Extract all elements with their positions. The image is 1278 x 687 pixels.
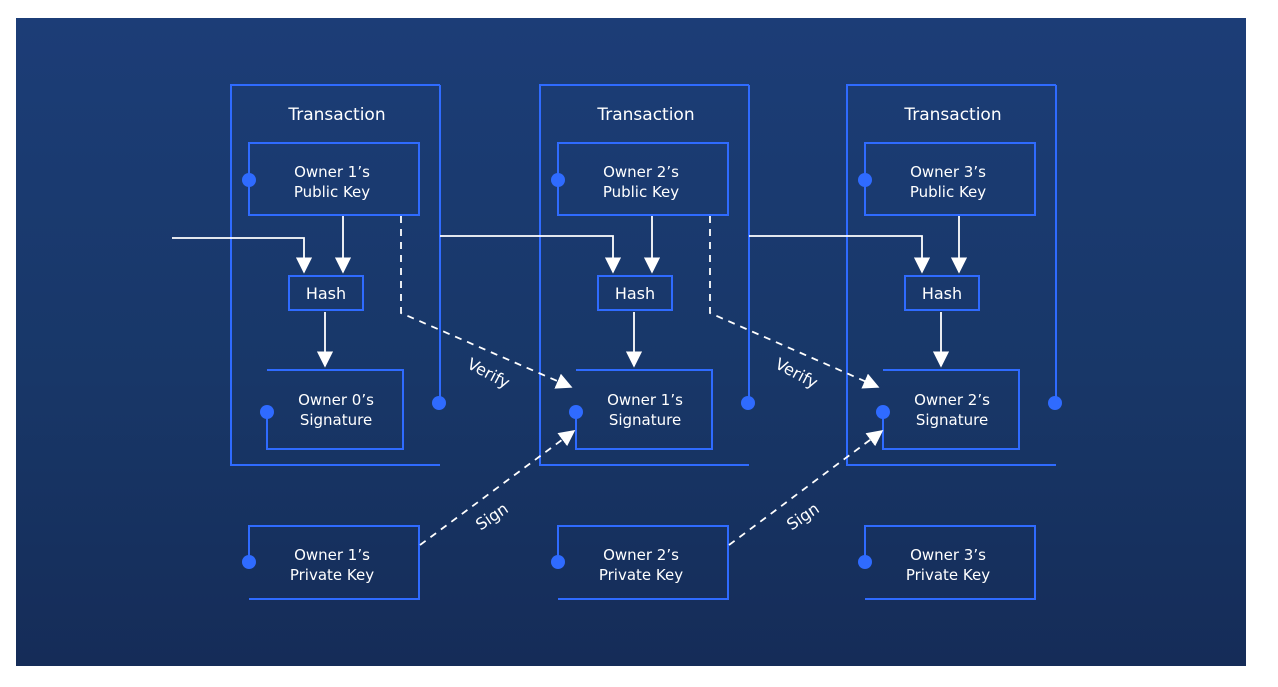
- diagram-canvas: [16, 18, 1246, 666]
- signature-label-line2: Signature: [300, 411, 372, 429]
- private-key-label-line2: Private Key: [599, 566, 683, 584]
- transaction-frame: [539, 84, 749, 466]
- verify-label-1: Verify: [464, 354, 513, 392]
- public-key-connector-dot: [858, 173, 872, 187]
- transaction-title: Transaction: [596, 105, 694, 125]
- sign-label-1: Sign: [472, 499, 512, 534]
- private-key-label-line1: Owner 2’s: [603, 546, 679, 564]
- signature-connector-dot: [876, 405, 890, 419]
- public-key-box: [864, 142, 1036, 216]
- chain-arrow-2-to-3: [749, 235, 931, 274]
- verify-arrow-1: [400, 216, 573, 389]
- verify-label-2: Verify: [772, 354, 821, 392]
- signature-box: [882, 369, 1020, 450]
- public-key-label-line2: Public Key: [294, 183, 370, 201]
- sign-label-2: Sign: [783, 499, 823, 534]
- public-key-box: [557, 142, 729, 216]
- signature-box: [575, 369, 713, 450]
- transaction-title: Transaction: [903, 105, 1001, 125]
- hash-label: Hash: [922, 284, 962, 303]
- hash-label: Hash: [306, 284, 346, 303]
- private-key-label-line1: Owner 3’s: [910, 546, 986, 564]
- transaction-connector-dot: [1048, 396, 1062, 410]
- sign-arrow-2: [728, 430, 884, 546]
- signature-connector-dot: [260, 405, 274, 419]
- public-key-box: [248, 142, 420, 216]
- public-key-connector-dot: [551, 173, 565, 187]
- signature-connector-dot: [569, 405, 583, 419]
- transaction-connector-dot: [741, 396, 755, 410]
- public-key-label-line2: Public Key: [910, 183, 986, 201]
- private-key-label-line1: Owner 1’s: [294, 546, 370, 564]
- private-key-box: [864, 525, 1036, 600]
- transaction-frame: [230, 84, 440, 466]
- signature-label-line2: Signature: [916, 411, 988, 429]
- private-key-connector-dot: [858, 555, 872, 569]
- signature-label-line1: Owner 2’s: [914, 391, 990, 409]
- signature-box: [266, 369, 404, 450]
- hash-box: [904, 275, 980, 311]
- public-key-label-line1: Owner 1’s: [294, 163, 370, 181]
- public-key-connector-dot: [242, 173, 256, 187]
- hash-label: Hash: [615, 284, 655, 303]
- private-key-connector-dot: [242, 555, 256, 569]
- signature-label-line2: Signature: [609, 411, 681, 429]
- verify-arrow-2: [709, 216, 880, 389]
- transaction-title: Transaction: [287, 105, 385, 125]
- hash-box: [288, 275, 364, 311]
- public-key-label-line2: Public Key: [603, 183, 679, 201]
- private-key-connector-dot: [551, 555, 565, 569]
- previous-transaction-arrow: [172, 237, 313, 274]
- private-key-box: [248, 525, 420, 600]
- private-key-box: [557, 525, 729, 600]
- private-key-label-line2: Private Key: [906, 566, 990, 584]
- signature-label-line1: Owner 0’s: [298, 391, 374, 409]
- hash-box: [597, 275, 673, 311]
- transaction-connector-dot: [432, 396, 446, 410]
- public-key-label-line1: Owner 2’s: [603, 163, 679, 181]
- private-key-label-line2: Private Key: [290, 566, 374, 584]
- sign-arrow-1: [419, 430, 576, 546]
- chain-arrow-1-to-2: [440, 235, 622, 274]
- public-key-label-line1: Owner 3’s: [910, 163, 986, 181]
- signature-label-line1: Owner 1’s: [607, 391, 683, 409]
- transaction-frame: [846, 84, 1056, 466]
